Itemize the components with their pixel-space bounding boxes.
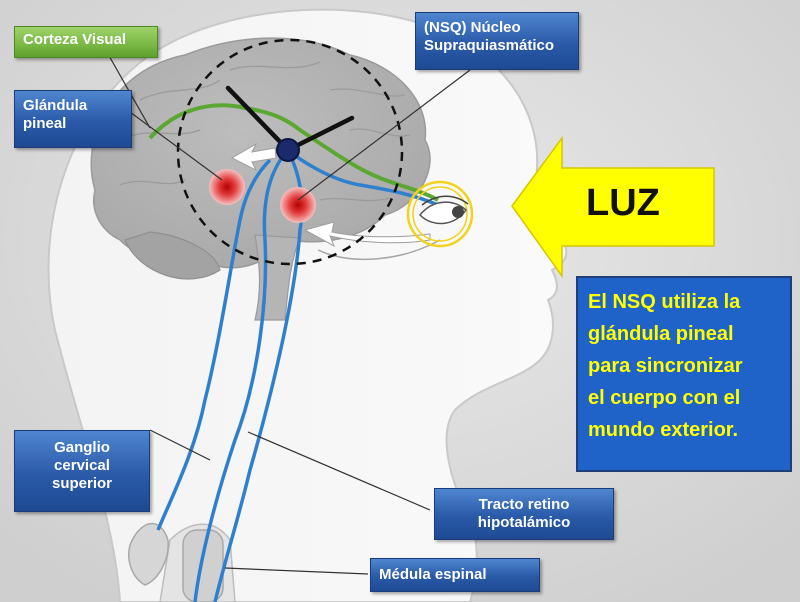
clock-hands-icon [225,85,355,162]
leader-lines [107,53,471,575]
label-medula-espinal: Médula espinal [370,558,540,592]
label-tracto-retino: Tracto retino hipotalámico [434,488,614,540]
white-arrow-pineal [230,142,277,172]
pineal-gland-marker [209,169,245,205]
clock-dashed-circle [176,38,404,266]
white-arrow-scn [303,221,431,248]
optic-curve [317,239,441,261]
ganglion-shape [128,522,169,586]
luz-label: LUZ [586,182,660,224]
eye-icon [406,180,474,248]
brain-folds [119,61,411,202]
visual-pathway-nerve [148,103,439,202]
label-ganglio-cervical: Ganglio cervical superior [14,430,150,512]
label-glandula-pineal: Glándula pineal [14,90,132,148]
arrow-left-icon [511,135,715,279]
scn-gland-marker [280,187,316,223]
label-nsq: (NSQ) Núcleo Supraquiasmático [415,12,579,70]
label-corteza-visual: Corteza Visual [14,26,158,58]
cerebellum-shape [124,231,221,280]
info-box: El NSQ utiliza la glándula pineal para s… [576,276,792,472]
